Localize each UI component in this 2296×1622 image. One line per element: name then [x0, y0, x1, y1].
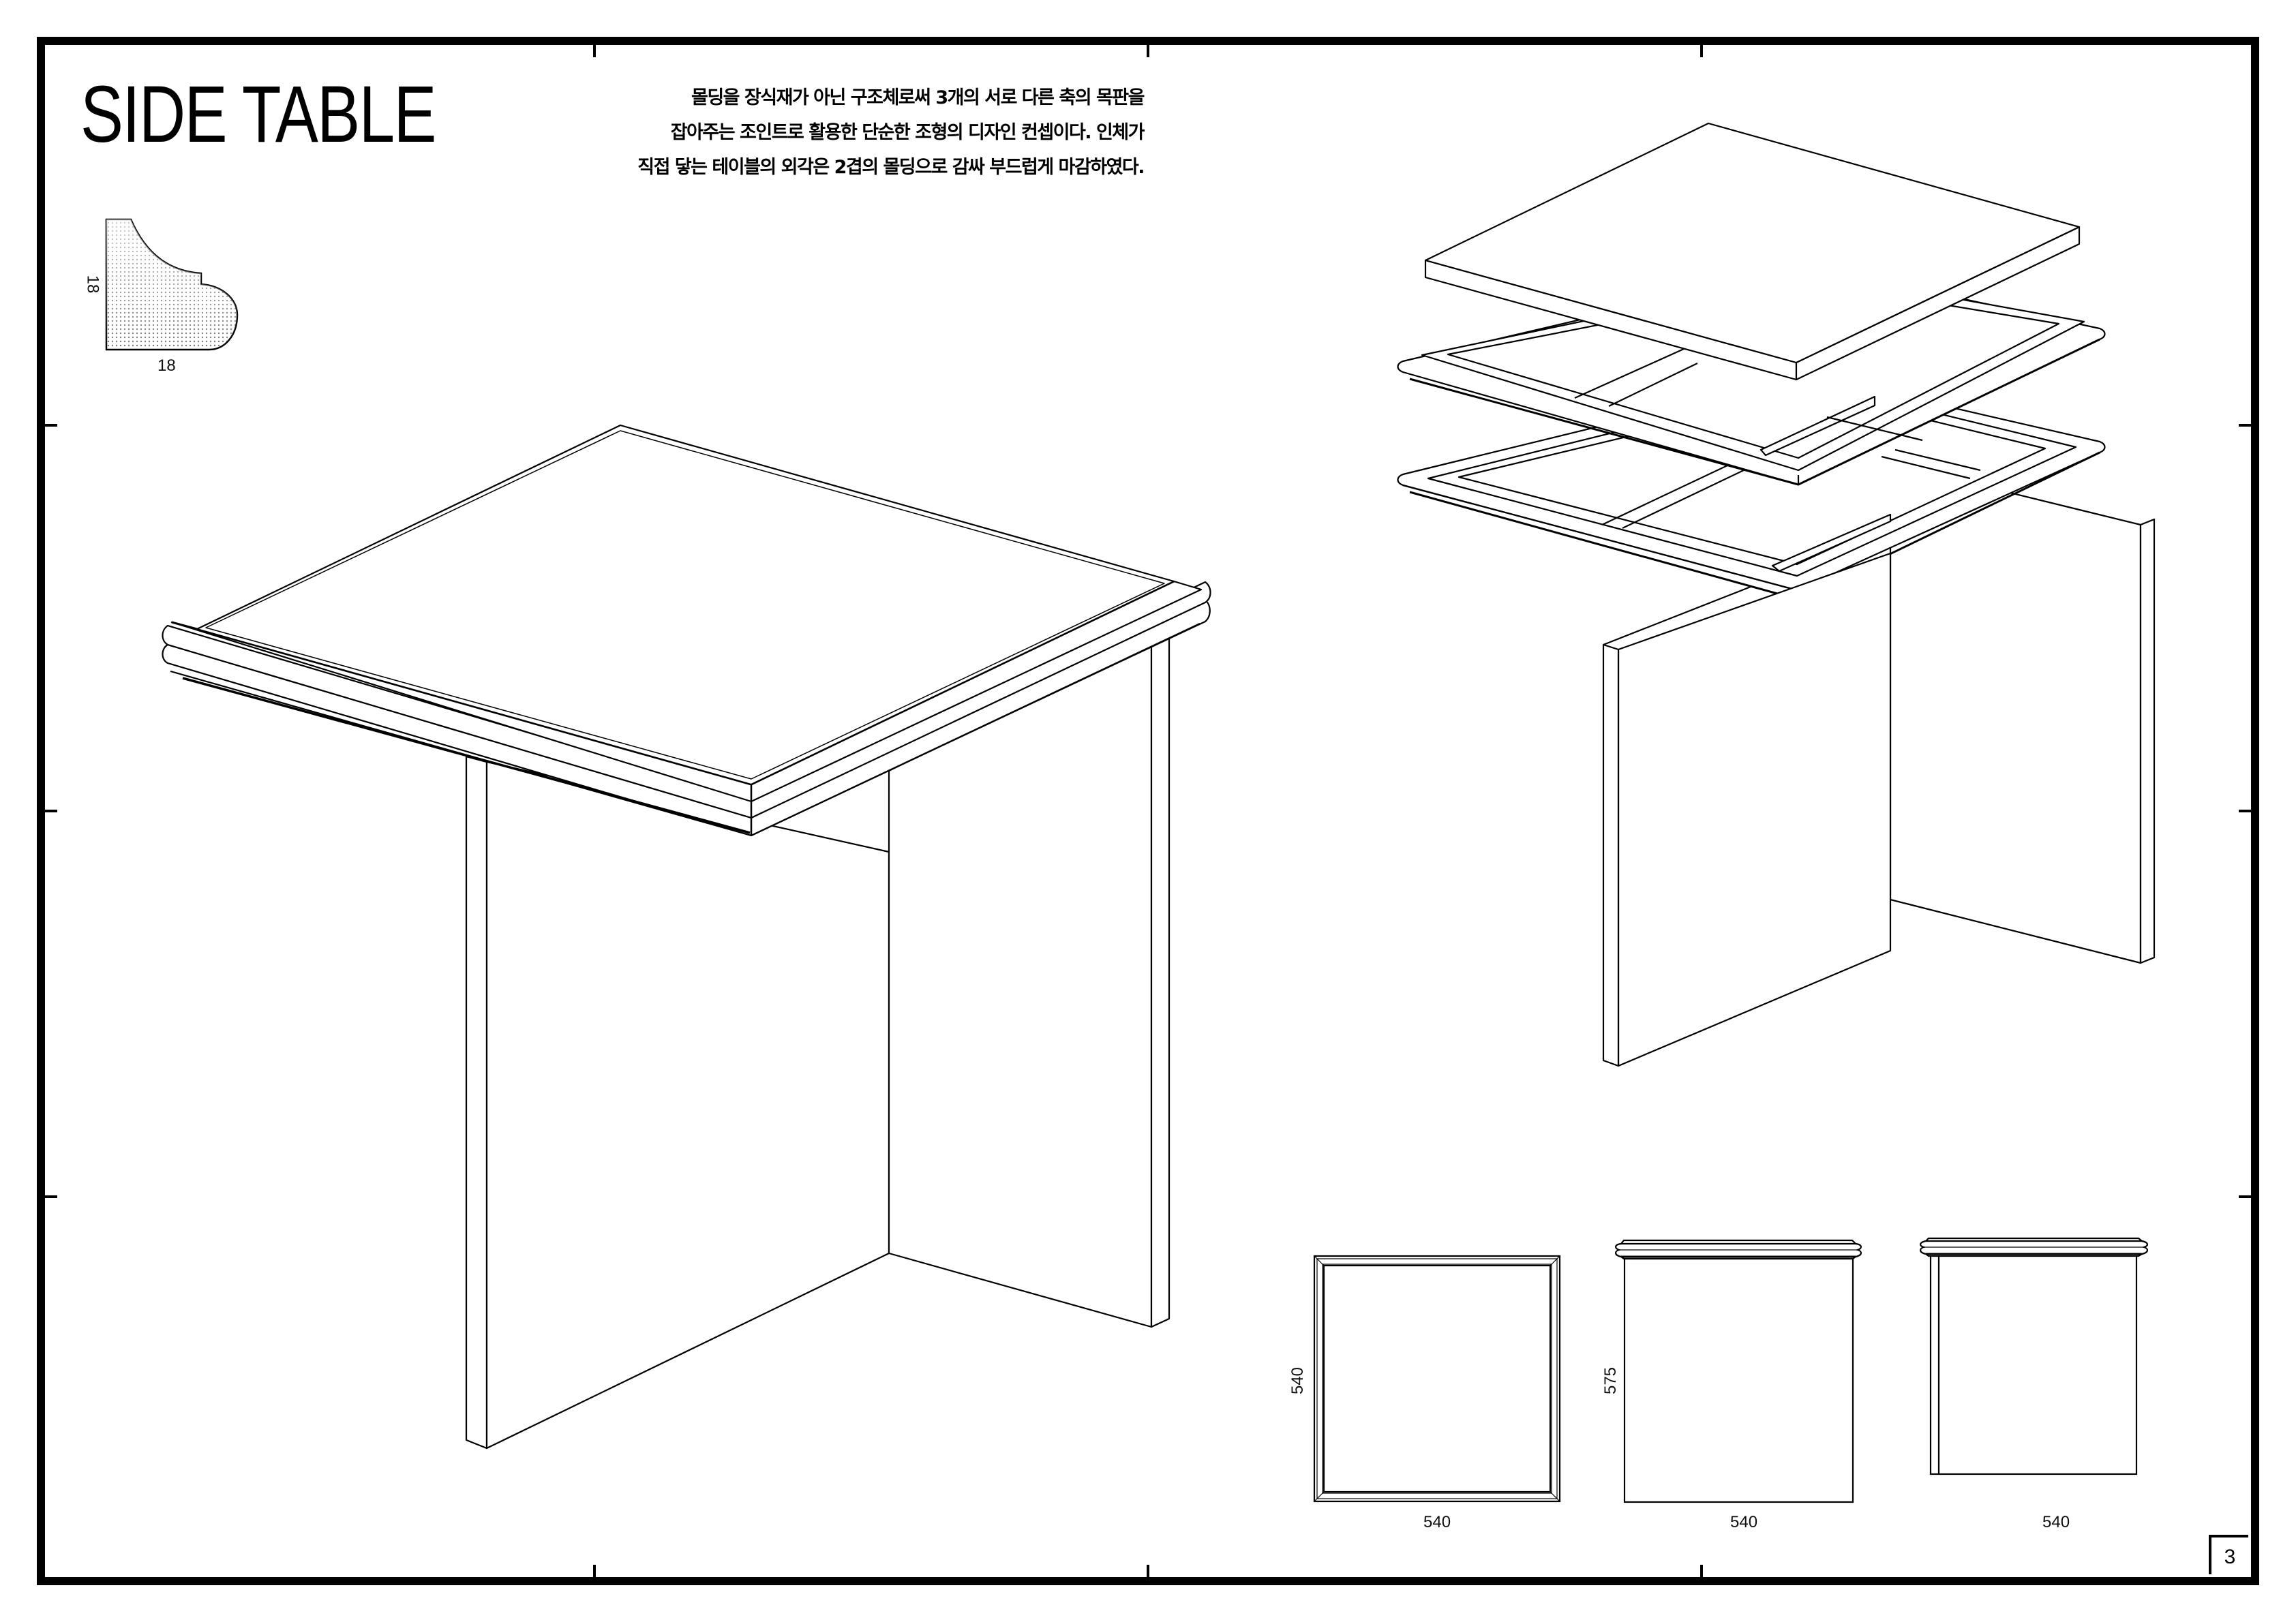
- front-view-width-label: 540: [1730, 1513, 1758, 1531]
- assembled-table-isometric: [162, 424, 1211, 1450]
- border-tick-right-2: [2239, 810, 2251, 812]
- moulding-profile-section: [105, 218, 239, 351]
- border-tick-left-1: [45, 424, 57, 427]
- back-leg-edge: [2139, 518, 2156, 964]
- side-view-width-label: 540: [2042, 1513, 2070, 1531]
- concept-line-2: 잡아주는 조인트로 활용한 단순한 조형의 디자인 컨셉이다. 인체가: [670, 122, 1145, 143]
- front-leg-edge: [1602, 643, 1620, 1067]
- exploded-table-isometric: [1397, 122, 2156, 1067]
- left-leg-edge: [465, 755, 488, 1450]
- concept-line-3: 직접 닿는 테이블의 외각은 2겹의 몰딩으로 감싸 부드럽게 마감하였다.: [637, 157, 1145, 178]
- top-view-height-label: 540: [1288, 1366, 1308, 1395]
- border-tick-bottom-2: [1147, 1565, 1149, 1577]
- top-view-width-label: 540: [1423, 1513, 1451, 1531]
- border-tick-top-3: [1700, 45, 1703, 57]
- page-title: SIDE TABLE: [80, 70, 437, 159]
- design-concept-text: 몰딩을 장식재가 아닌 구조체로써 3개의 서로 다른 축의 목판을 잡아주는 …: [559, 80, 1145, 185]
- front-leg-face: [1617, 552, 1892, 1067]
- border-tick-bottom-3: [1700, 1565, 1703, 1577]
- profile-height-label: 18: [83, 275, 102, 294]
- page-number: 3: [2209, 1535, 2248, 1574]
- top-view-drawing: [1313, 1255, 1561, 1503]
- front-view-height-label: 575: [1601, 1366, 1620, 1395]
- border-tick-left-3: [45, 1195, 57, 1198]
- border-tick-right-3: [2239, 1195, 2251, 1198]
- table-top-slab: [1424, 122, 2081, 381]
- border-tick-top-1: [593, 45, 596, 57]
- border-tick-left-2: [45, 810, 57, 812]
- border-tick-right-1: [2239, 424, 2251, 427]
- border-tick-top-2: [1147, 45, 1149, 57]
- border-tick-bottom-1: [593, 1565, 596, 1577]
- right-leg-edge: [1150, 632, 1170, 1328]
- page-border: [37, 37, 2259, 1585]
- concept-line-1: 몰딩을 장식재가 아닌 구조체로써 3개의 서로 다른 축의 목판을: [691, 87, 1145, 108]
- back-leg-face: [1889, 462, 2142, 964]
- outer-moulding-upper: [162, 581, 1211, 819]
- side-view-drawing: [1920, 1237, 2148, 1475]
- front-view-drawing: [1615, 1239, 1862, 1503]
- profile-width-label: 18: [157, 356, 176, 375]
- left-leg-face: [485, 761, 890, 1450]
